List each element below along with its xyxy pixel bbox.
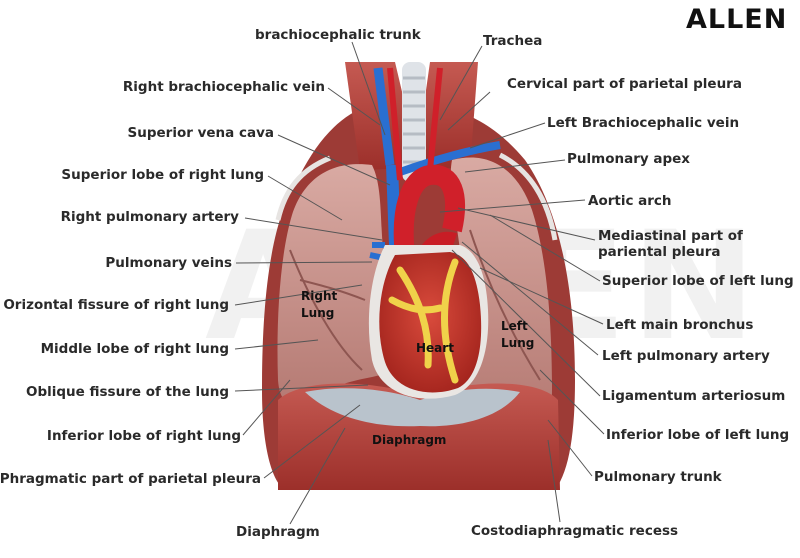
label-pulmonary-apex: Pulmonary apex [567, 151, 690, 167]
inner-label-heart: Heart [416, 341, 454, 355]
coronary-fat [388, 258, 459, 384]
label-ligamentum-arteriosum: Ligamentum arteriosum [602, 388, 786, 404]
label-middle-lobe-right-lung: Middle lobe of right lung [40, 341, 229, 357]
inner-label-diaphragm: Diaphragm [372, 433, 447, 447]
label-costodiaphragmatic-recess: Costodiaphragmatic recess [471, 523, 679, 539]
diaphragm-tendon [305, 388, 520, 427]
pleura-left [498, 152, 558, 241]
inner-label-right-lung: Right Lung [301, 289, 338, 320]
left-brachiocephalic-vein-shape [398, 141, 501, 176]
label-diaphragm-bottom: Diaphragm [236, 524, 320, 540]
aortic-arch-shape [393, 164, 465, 257]
right-lung [277, 164, 383, 405]
right-brachiocephalic-vein-shape [373, 67, 395, 166]
carotid-artery [387, 67, 403, 181]
right-horizontal-fissure [299, 279, 366, 301]
label-left-brachiocephalic-vein: Left Brachiocephalic vein [547, 115, 740, 131]
label-superior-vena-cava: Superior vena cava [127, 125, 274, 141]
trachea-rings [403, 76, 425, 164]
right-oblique-fissure [289, 249, 363, 371]
label-brachiocephalic-trunk: brachiocephalic trunk [255, 27, 421, 43]
label-pulmonary-trunk: Pulmonary trunk [594, 469, 722, 485]
label-superior-lobe-left-lung: Superior lobe of left lung [602, 273, 794, 289]
heart-shape [379, 252, 482, 393]
left-carotid-artery [427, 67, 443, 171]
label-inferior-lobe-left-lung: Inferior lobe of left lung [606, 427, 790, 443]
left-oblique-fissure [469, 229, 541, 381]
label-pulmonary-veins: Pulmonary veins [105, 255, 232, 271]
pleura-right [275, 155, 331, 221]
label-oblique-fissure-lung: Oblique fissure of the lung [25, 384, 229, 400]
inner-label-left-lung: Left Lung [501, 319, 535, 350]
label-aortic-arch: Aortic arch [588, 193, 672, 209]
label-left-main-bronchus: Left main bronchus [606, 317, 754, 333]
label-horizontal-fissure-right-lung: Orizontal fissure of right lung [3, 297, 229, 313]
label-left-pulmonary-artery: Left pulmonary artery [602, 348, 770, 364]
leader-lines [234, 41, 605, 525]
label-mediastinal-parietal-pleura: Mediastinal part of pariental pleura [598, 228, 743, 260]
label-right-pulmonary-artery: Right pulmonary artery [60, 209, 239, 225]
label-trachea: Trachea [483, 33, 543, 49]
allen-logo: ALLEN [686, 4, 788, 35]
label-inferior-lobe-right-lung: Inferior lobe of right lung [46, 428, 241, 444]
label-superior-lobe-right-lung: Superior lobe of right lung [61, 167, 264, 183]
label-phragmatic-parietal-pleura: Phragmatic part of parietal pleura [0, 471, 261, 487]
label-cervical-parietal-pleura: Cervical part of parietal pleura [507, 76, 742, 92]
label-right-brachiocephalic-vein: Right brachiocephalic vein [122, 79, 325, 95]
